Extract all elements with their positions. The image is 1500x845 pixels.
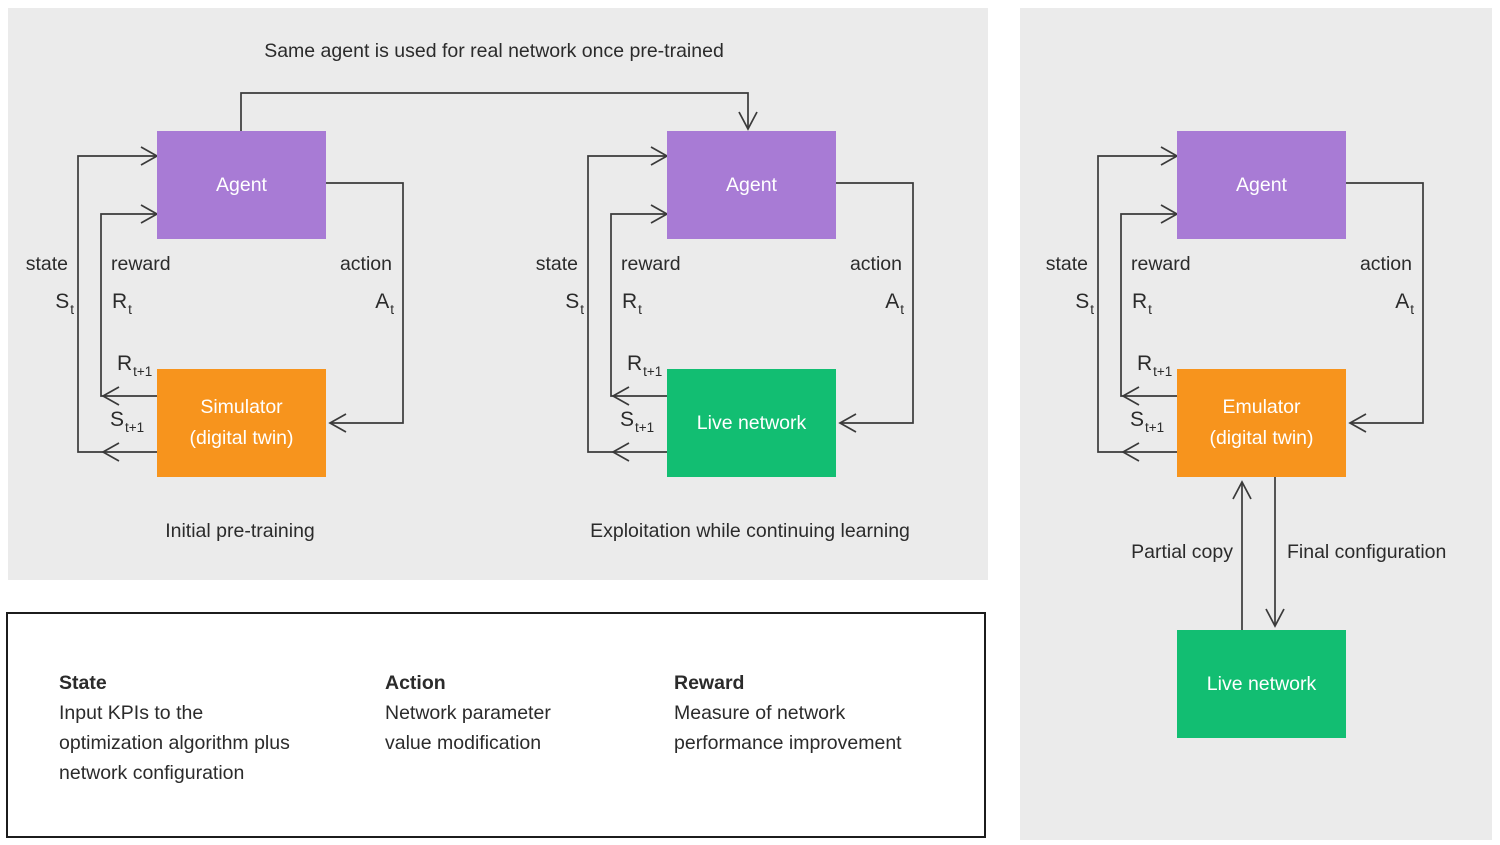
legend-state-line: optimization algorithm plus <box>59 732 290 754</box>
legend-reward-line: Measure of network <box>674 702 846 724</box>
reward-label-3: reward <box>1131 253 1191 275</box>
agent-box-1-label: Agent <box>216 173 267 196</box>
action-label-1: action <box>339 253 392 275</box>
emulator-box-line1: Emulator <box>1222 396 1301 418</box>
same-agent-note: Same agent is used for real network once… <box>264 40 724 62</box>
training-panel <box>8 8 988 580</box>
action-symbol-2: At <box>885 290 904 318</box>
legend-action-title: Action <box>385 672 446 694</box>
legend-reward-title: Reward <box>674 672 745 694</box>
diagram-caption-2: Exploitation while continuing learning <box>590 520 910 542</box>
state-symbol-2: St <box>565 290 584 318</box>
action-label-2: action <box>849 253 902 275</box>
legend-column-action: Action Network parameter value modificat… <box>385 668 551 758</box>
legend-action-line: Network parameter <box>385 702 551 724</box>
reward-symbol-3: Rt <box>1132 290 1152 318</box>
partial-copy-label: Partial copy <box>1131 541 1233 563</box>
agent-box-3-label: Agent <box>1236 173 1287 196</box>
agent-box-2: Agent <box>667 131 836 239</box>
live-network-box-loop: Live network <box>667 369 836 477</box>
action-label-3: action <box>1359 253 1412 275</box>
legend-box: State Input KPIs to the optimization alg… <box>6 612 986 838</box>
live-network-box-deployment-label: Live network <box>1206 672 1317 695</box>
live-network-box-deployment: Live network <box>1177 630 1346 738</box>
state-label-3: state <box>1045 253 1088 275</box>
action-symbol-1: At <box>375 290 394 318</box>
live-network-box-loop-label: Live network <box>696 411 807 434</box>
next-reward-symbol-3: Rt+1 <box>1137 352 1173 380</box>
reward-label-1: reward <box>111 253 171 275</box>
agent-box-1: Agent <box>157 131 326 239</box>
next-reward-symbol-1: Rt+1 <box>117 352 153 380</box>
legend-state-line: network configuration <box>59 762 245 784</box>
next-reward-symbol-2: Rt+1 <box>627 352 663 380</box>
state-symbol-3: St <box>1075 290 1094 318</box>
next-state-symbol-3: St+1 <box>1130 408 1165 436</box>
legend-state-title: State <box>59 672 107 694</box>
next-state-symbol-1: St+1 <box>110 408 145 436</box>
agent-box-3: Agent <box>1177 131 1346 239</box>
simulator-box: Simulator (digital twin) <box>157 369 326 477</box>
state-symbol-1: St <box>55 290 74 318</box>
reward-symbol-2: Rt <box>622 290 642 318</box>
emulator-box: Emulator (digital twin) <box>1177 369 1346 477</box>
legend-state-line: Input KPIs to the <box>59 702 204 724</box>
legend-action-line: value modification <box>385 732 542 754</box>
emulator-box-line2: (digital twin) <box>1209 427 1314 449</box>
legend-column-state: State Input KPIs to the optimization alg… <box>59 668 290 788</box>
action-symbol-3: At <box>1395 290 1414 318</box>
state-label-2: state <box>535 253 578 275</box>
reward-label-2: reward <box>621 253 681 275</box>
reward-symbol-1: Rt <box>112 290 132 318</box>
diagram-caption-1: Initial pre-training <box>165 520 315 542</box>
next-state-symbol-2: St+1 <box>620 408 655 436</box>
legend-column-reward: Reward Measure of network performance im… <box>674 668 902 758</box>
legend-reward-line: performance improvement <box>674 732 902 754</box>
final-configuration-label: Final configuration <box>1287 541 1447 563</box>
simulator-box-line2: (digital twin) <box>189 427 294 449</box>
agent-box-2-label: Agent <box>726 173 777 196</box>
simulator-box-line1: Simulator <box>200 396 283 418</box>
state-label-1: state <box>25 253 68 275</box>
